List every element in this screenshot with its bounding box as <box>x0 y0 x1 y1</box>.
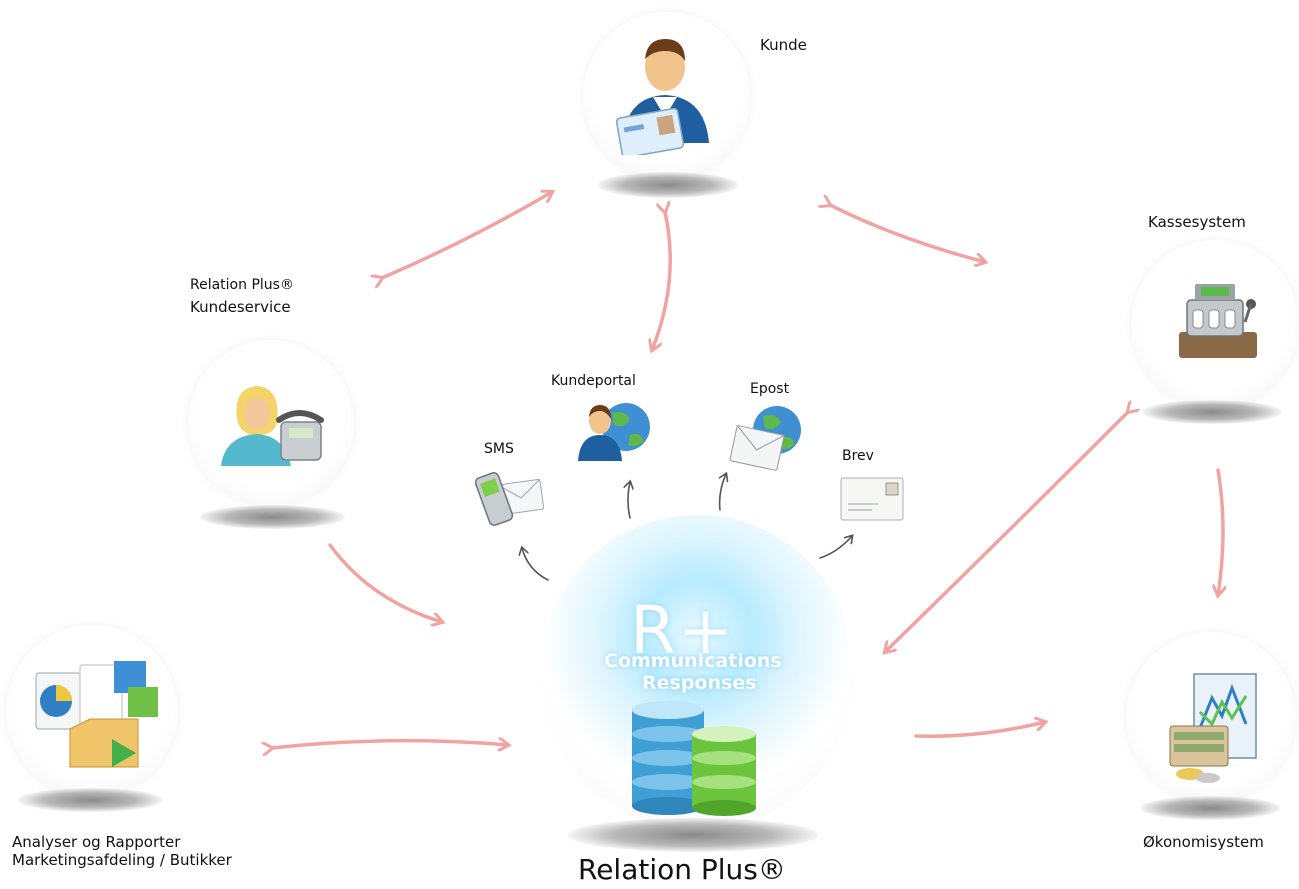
channel-brev-label: Brev <box>842 448 874 464</box>
sms-phone-icon <box>474 472 545 526</box>
arrow-kundeservice-kunde <box>382 192 552 278</box>
kundeservice-label-line1: Relation Plus® <box>190 277 294 293</box>
support-agent-icon <box>221 386 324 466</box>
arrow-relationplus-okonomi <box>914 722 1045 738</box>
small-arrow-epost <box>720 474 726 511</box>
small-arrow-kundeportal <box>628 482 630 519</box>
finance-chart-icon <box>1169 673 1257 783</box>
kundeservice-label-line2: Kundeservice <box>190 298 291 316</box>
analyser-shadow <box>18 788 163 812</box>
brev-envelope-icon <box>840 477 904 521</box>
arrow-kassesystem-okonomi <box>1218 468 1223 595</box>
channel-sms-label: SMS <box>484 441 514 457</box>
database-icon <box>632 701 756 816</box>
kundeportal-icon <box>578 403 650 461</box>
kunde-shadow <box>598 172 738 198</box>
arrow-kassesystem-relationplus <box>885 412 1128 652</box>
okonomi-shadow <box>1140 796 1280 820</box>
analyser-label-line1: Analyser og Rapporter <box>12 833 181 851</box>
cash-register-icon <box>1179 284 1257 358</box>
arrow-kunde-kassesystem <box>830 205 985 262</box>
customer-card-icon <box>615 39 709 155</box>
relationplus-shadow <box>568 818 818 852</box>
small-arrow-sms <box>522 548 549 581</box>
kundeservice-shadow <box>200 505 345 529</box>
arrow-kundeservice-relationplus <box>328 543 442 622</box>
reports-icon <box>35 661 158 768</box>
arrow-kunde-kundeportal <box>652 212 672 350</box>
relationplus-communications: Communications <box>604 650 782 672</box>
channel-kundeportal-label: Kundeportal <box>551 373 636 389</box>
relationplus-logo: R+ <box>630 592 736 669</box>
kassesystem-shadow <box>1142 400 1282 424</box>
relationplus-responses: Responses <box>642 672 757 694</box>
channel-epost-label: Epost <box>750 381 790 397</box>
relationplus-label: Relation Plus® <box>578 853 786 886</box>
arrow-analyser-relationplus <box>272 741 508 748</box>
kassesystem-label: Kassesystem <box>1148 213 1246 231</box>
epost-icon <box>729 406 801 471</box>
analyser-label-line2: Marketingsafdeling / Butikker <box>12 851 232 869</box>
kunde-label: Kunde <box>760 36 807 54</box>
okonomi-label: Økonomisystem <box>1143 833 1264 851</box>
small-arrow-brev <box>819 536 852 559</box>
